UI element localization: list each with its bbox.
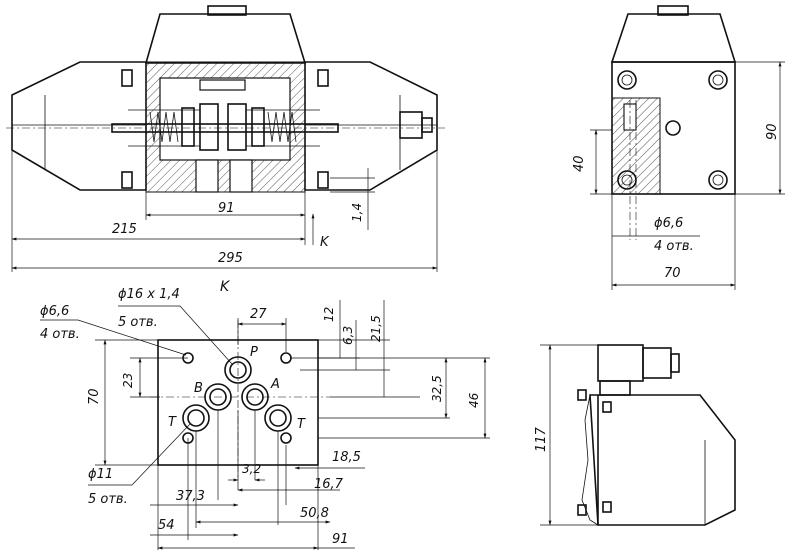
- side-view: 40 90 ϕ6,6 4 отв. 70: [572, 5, 785, 290]
- k-dim-91: 91: [332, 532, 349, 547]
- callout-small-hole-dia: ϕ11: [88, 467, 113, 482]
- k-dim-32-5: 32,5: [430, 375, 444, 402]
- callout-small-hole-count: 5 отв.: [88, 492, 128, 507]
- front-dim-1-4: 1,4: [350, 203, 364, 222]
- port-t-right: T: [297, 417, 306, 432]
- k-dim-21-5: 21,5: [369, 315, 383, 342]
- k-dim-12: 12: [322, 307, 336, 322]
- mount-hole-4: [280, 432, 292, 444]
- k-dim-70: 70: [87, 388, 102, 405]
- view-k: K P B A T T ϕ6,6 4 отв. ϕ16 x 1,4 5 отв.…: [40, 279, 490, 550]
- front-dim-91: 91: [218, 201, 235, 216]
- side-hole-count: 4 отв.: [654, 239, 694, 254]
- k-dim-46: 46: [467, 392, 481, 408]
- k-dim-37-3: 37,3: [176, 489, 205, 504]
- front-dim-295: 295: [218, 251, 243, 266]
- callout-port-hole-dia: ϕ16 x 1,4: [118, 287, 180, 302]
- k-dim-50-8: 50,8: [300, 506, 329, 521]
- callout-mount-hole-dia: ϕ6,6: [40, 304, 69, 319]
- port-a: A: [270, 377, 280, 392]
- view-k-label: K: [220, 279, 231, 295]
- side-dim-70: 70: [664, 266, 681, 281]
- side-dim-90: 90: [765, 123, 780, 140]
- k-dim-27: 27: [250, 307, 267, 322]
- k-dim-23: 23: [121, 373, 135, 388]
- k-dim-3-2: 3,2: [242, 462, 261, 476]
- callout-mount-hole-count: 4 отв.: [40, 327, 80, 342]
- port-b: B: [194, 381, 203, 396]
- mount-hole-2: [280, 352, 292, 364]
- front-view: 91 215 295 1,4 K: [6, 5, 445, 272]
- side-hole-diameter: ϕ6,6: [654, 216, 683, 231]
- connector-view: 117: [534, 344, 736, 526]
- port-t-left: T: [168, 415, 177, 430]
- k-dim-18-5: 18,5: [332, 450, 361, 465]
- callout-port-hole-count: 5 отв.: [118, 315, 158, 330]
- side-dim-40: 40: [572, 155, 587, 172]
- k-dim-6-3: 6,3: [341, 326, 355, 345]
- view-arrow-label: K: [320, 235, 330, 250]
- connector-dim-117: 117: [534, 426, 549, 452]
- k-dim-54: 54: [158, 518, 175, 533]
- k-dim-16-7: 16,7: [314, 477, 344, 492]
- port-p: P: [250, 345, 258, 360]
- front-dim-215: 215: [112, 222, 137, 237]
